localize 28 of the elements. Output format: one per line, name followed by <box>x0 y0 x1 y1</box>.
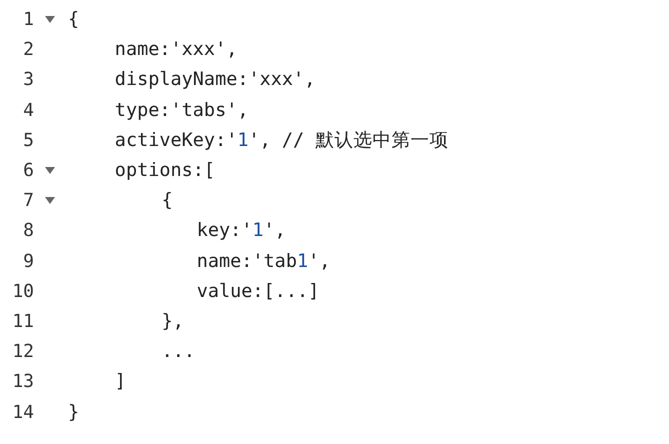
line-number: 12 <box>11 340 34 364</box>
code-line: } <box>68 400 80 425</box>
code-line: options:[ <box>114 159 216 183</box>
code-line: }, <box>162 310 184 334</box>
code-line: { <box>68 8 80 32</box>
line-number: 8 <box>22 219 34 244</box>
line-number: 6 <box>22 159 34 183</box>
line-number: 14 <box>11 400 34 425</box>
line-number: 9 <box>22 250 34 274</box>
code-line: displayName:'xxx', <box>114 68 316 92</box>
line-number: 4 <box>22 98 34 123</box>
code-line: activeKey:'1', // 默认选中第一项 <box>114 128 448 153</box>
line-number: 10 <box>11 280 34 304</box>
line-number: 13 <box>11 370 34 394</box>
line-number: 2 <box>22 38 34 62</box>
line-number: 5 <box>22 128 34 153</box>
line-number: 3 <box>22 68 34 92</box>
code-line: value:[...] <box>196 280 320 304</box>
code-line: key:'1', <box>196 219 286 244</box>
code-line: ... <box>162 340 196 364</box>
code-line: ] <box>114 370 126 394</box>
code-line: type:'tabs', <box>114 98 248 123</box>
line-number: 11 <box>11 310 34 334</box>
code-line: name:'tab1', <box>196 250 330 274</box>
code-line: { <box>162 189 173 214</box>
code-line: name:'xxx', <box>114 38 238 62</box>
line-number: 1 <box>22 8 34 32</box>
line-number: 7 <box>22 189 34 214</box>
